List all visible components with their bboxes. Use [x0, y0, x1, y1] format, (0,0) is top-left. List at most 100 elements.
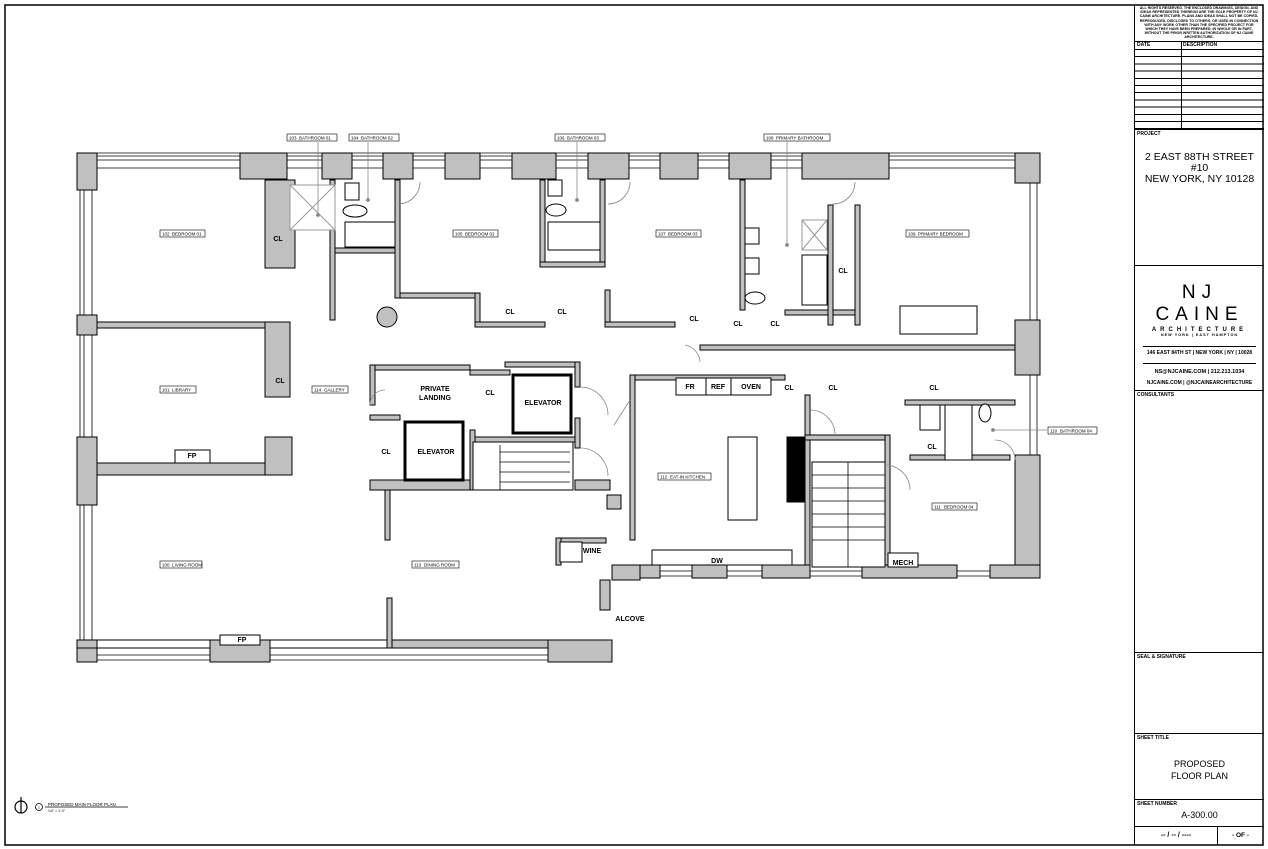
- svg-text:PRIMARY BEDROOM: PRIMARY BEDROOM: [918, 232, 963, 237]
- fixture-labels: CL CL CL CL CL CL CL CL CL CL CL CL CL C…: [188, 236, 940, 644]
- svg-text:BEDROOM 03: BEDROOM 03: [668, 232, 698, 237]
- sheet-of: - OF -: [1232, 832, 1249, 839]
- fireplace-label: FP: [238, 637, 247, 644]
- closet-label: CL: [689, 316, 699, 323]
- closet-label: CL: [784, 385, 794, 392]
- svg-text:GALLERY: GALLERY: [324, 388, 345, 393]
- title-block: ALL RIGHTS RESERVED. THE ENCLOSED DRAWIN…: [1134, 5, 1264, 845]
- private-landing-label: PRIVATE: [420, 386, 450, 393]
- closet-label: CL: [828, 385, 838, 392]
- fixtures: [174, 179, 992, 646]
- closet-label: CL: [770, 321, 780, 328]
- closet-label: CL: [927, 444, 937, 451]
- svg-text:107: 107: [658, 232, 666, 237]
- copyright-notice: ALL RIGHTS RESERVED. THE ENCLOSED DRAWIN…: [1139, 6, 1259, 40]
- svg-text:101: 101: [162, 388, 170, 393]
- fridge-label: FR: [685, 384, 694, 391]
- oven-label: OVEN: [741, 384, 761, 391]
- svg-text:106: 106: [557, 136, 565, 141]
- svg-text:PRIMARY BATHROOM: PRIMARY BATHROOM: [776, 136, 824, 141]
- revision-table: DATE DESCRIPTION: [1135, 41, 1264, 129]
- plan-number-bubble: [35, 803, 43, 811]
- svg-text:104: 104: [351, 136, 359, 141]
- elevator-label: ELEVATOR: [525, 400, 562, 407]
- svg-text:DINING ROOM: DINING ROOM: [424, 563, 455, 568]
- svg-text:108: 108: [766, 136, 774, 141]
- sheet-number-section: SHEET NUMBER A-300.00: [1135, 799, 1264, 826]
- north-arrow-icon: [14, 797, 28, 814]
- svg-text:110: 110: [1050, 429, 1058, 434]
- svg-text:100: 100: [162, 563, 170, 568]
- private-landing-label: LANDING: [419, 395, 451, 402]
- doors: [369, 181, 1016, 491]
- svg-text:LIBRARY: LIBRARY: [172, 388, 191, 393]
- svg-text:BATHROOM 01: BATHROOM 01: [299, 136, 331, 141]
- alcove-label: ALCOVE: [615, 616, 645, 623]
- firm-web: NJCAINE.COM | @NJCAINEARCHITECTURE: [1146, 379, 1253, 386]
- svg-text:LIVING ROOM: LIVING ROOM: [172, 563, 202, 568]
- plan-title-block: 1 PROPOSED MAIN FLOOR PLAN 1/4" = 1'-0": [14, 797, 128, 814]
- svg-text:113: 113: [414, 563, 422, 568]
- svg-text:103: 103: [289, 136, 297, 141]
- sheet-date: -- / -- / ----: [1160, 832, 1192, 839]
- firm-address: 146 EAST 84TH ST | NEW YORK | NY | 10028: [1146, 350, 1253, 356]
- svg-text:105: 105: [455, 232, 463, 237]
- svg-text:102: 102: [162, 232, 170, 237]
- refrigerator-label: REF: [711, 384, 726, 391]
- closet-label: CL: [273, 236, 283, 243]
- sheet-number: A-300.00: [1181, 810, 1218, 820]
- svg-text:BATHROOM 04: BATHROOM 04: [1060, 429, 1092, 434]
- closet-label: CL: [381, 449, 391, 456]
- svg-text:112: 112: [660, 475, 668, 480]
- closet-label: CL: [485, 390, 495, 397]
- seal-signature-section: SEAL & SIGNATURE: [1135, 652, 1264, 733]
- room-leaders: [316, 142, 1047, 432]
- svg-text:114: 114: [314, 388, 322, 393]
- fireplace-label: FP: [188, 453, 197, 460]
- closet-label: CL: [505, 309, 515, 316]
- firm-logo: NJ CAINE: [1155, 282, 1244, 325]
- firm-logo-section: NJ CAINE ARCHITECTURE NEW YORK | EAST HA…: [1135, 265, 1264, 390]
- date-section: -- / -- / ---- - OF -: [1135, 826, 1264, 845]
- wine-label: WINE: [583, 548, 602, 555]
- svg-text:109: 109: [908, 232, 916, 237]
- firm-contact: NS@NJCAINE.COM | 212.213.1034: [1154, 368, 1245, 375]
- closet-label: CL: [929, 385, 939, 392]
- svg-text:BATHROOM 02: BATHROOM 02: [361, 136, 393, 141]
- svg-text:111: 111: [934, 505, 941, 510]
- plan-title: PROPOSED MAIN FLOOR PLAN: [48, 802, 116, 807]
- svg-text:EAT-IN KITCHEN: EAT-IN KITCHEN: [670, 475, 705, 480]
- elevator-label: ELEVATOR: [418, 449, 455, 456]
- closet-label: CL: [838, 268, 848, 275]
- dishwasher-label: DW: [711, 558, 723, 565]
- sheet-border: [4, 4, 1264, 846]
- mech-label: MECH: [893, 560, 914, 567]
- svg-text:1: 1: [38, 806, 40, 810]
- plan-scale: 1/4" = 1'-0": [48, 809, 66, 813]
- exterior-walls: [76, 152, 1041, 663]
- closet-label: CL: [733, 321, 743, 328]
- svg-text:BEDROOM 04: BEDROOM 04: [944, 505, 974, 510]
- svg-text:BATHROOM 03: BATHROOM 03: [567, 136, 599, 141]
- svg-text:BEDROOM 02: BEDROOM 02: [465, 232, 495, 237]
